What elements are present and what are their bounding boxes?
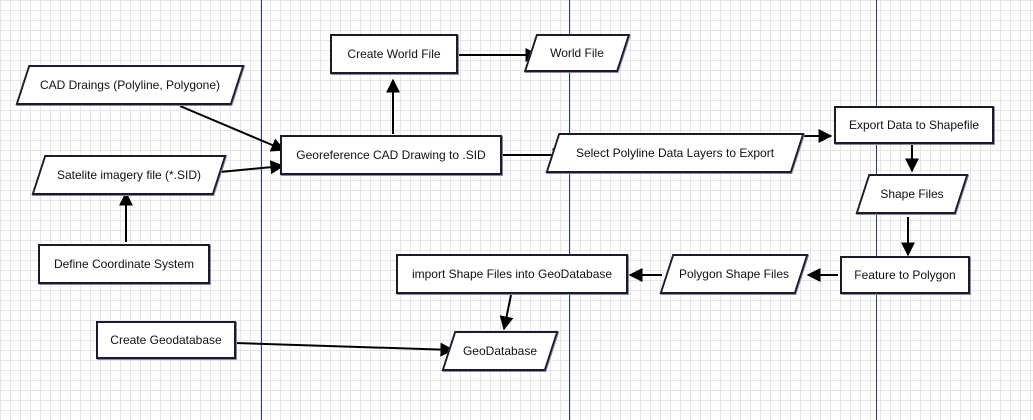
create-geodatabase-process[interactable]: Create Geodatabase — [96, 321, 236, 359]
export-shapefile-process[interactable]: Export Data to Shapefile — [834, 106, 994, 144]
feature-to-polygon-label: Feature to Polygon — [854, 268, 956, 282]
georeference-label: Georeference CAD Drawing to .SID — [296, 148, 486, 162]
satellite-imagery-label: Satelite imagery file (*.SID) — [56, 168, 202, 182]
define-coordinate-system-label: Define Coordinate System — [53, 257, 195, 271]
create-geodatabase-label: Create Geodatabase — [110, 333, 222, 347]
swimlane-divider — [261, 0, 262, 420]
arrow-import-to-gdb — [499, 294, 514, 331]
select-layers-data[interactable]: Select Polyline Data Layers to Export — [552, 133, 798, 173]
import-shape-files-process[interactable]: import Shape Files into GeoDatabase — [396, 254, 628, 294]
georeference-process[interactable]: Georeference CAD Drawing to .SID — [280, 135, 502, 175]
arrow-satellite-to-georef — [219, 160, 285, 175]
world-file-data[interactable]: World File — [530, 34, 624, 72]
shape-files-label: Shape Files — [880, 187, 944, 201]
world-file-label: World File — [550, 46, 604, 60]
create-world-file-label: Create World File — [347, 47, 441, 61]
polygon-shape-files-data[interactable]: Polygon Shape Files — [666, 254, 802, 294]
create-world-file-process[interactable]: Create World File — [330, 34, 458, 74]
arrow-cad-to-georef — [179, 105, 286, 152]
geodatabase-data[interactable]: GeoDatabase — [448, 331, 552, 371]
satellite-imagery-data[interactable]: Satelite imagery file (*.SID) — [38, 155, 220, 195]
define-coordinate-system-process[interactable]: Define Coordinate System — [38, 244, 210, 284]
polygon-shape-files-label: Polygon Shape Files — [678, 267, 790, 281]
swimlane-divider — [569, 0, 570, 420]
feature-to-polygon-process[interactable]: Feature to Polygon — [840, 256, 970, 294]
select-layers-label: Select Polyline Data Layers to Export — [575, 146, 775, 160]
shape-files-data[interactable]: Shape Files — [862, 174, 962, 214]
export-shapefile-label: Export Data to Shapefile — [848, 118, 980, 132]
import-shape-files-label: import Shape Files into GeoDatabase — [411, 267, 613, 281]
cad-drawings-label: CAD Draings (Polyline, Polygone) — [39, 78, 221, 92]
geodatabase-label: GeoDatabase — [462, 344, 538, 358]
arrow-create-gdb-to-gdb — [235, 342, 455, 357]
cad-drawings-data[interactable]: CAD Draings (Polyline, Polygone) — [22, 65, 238, 105]
